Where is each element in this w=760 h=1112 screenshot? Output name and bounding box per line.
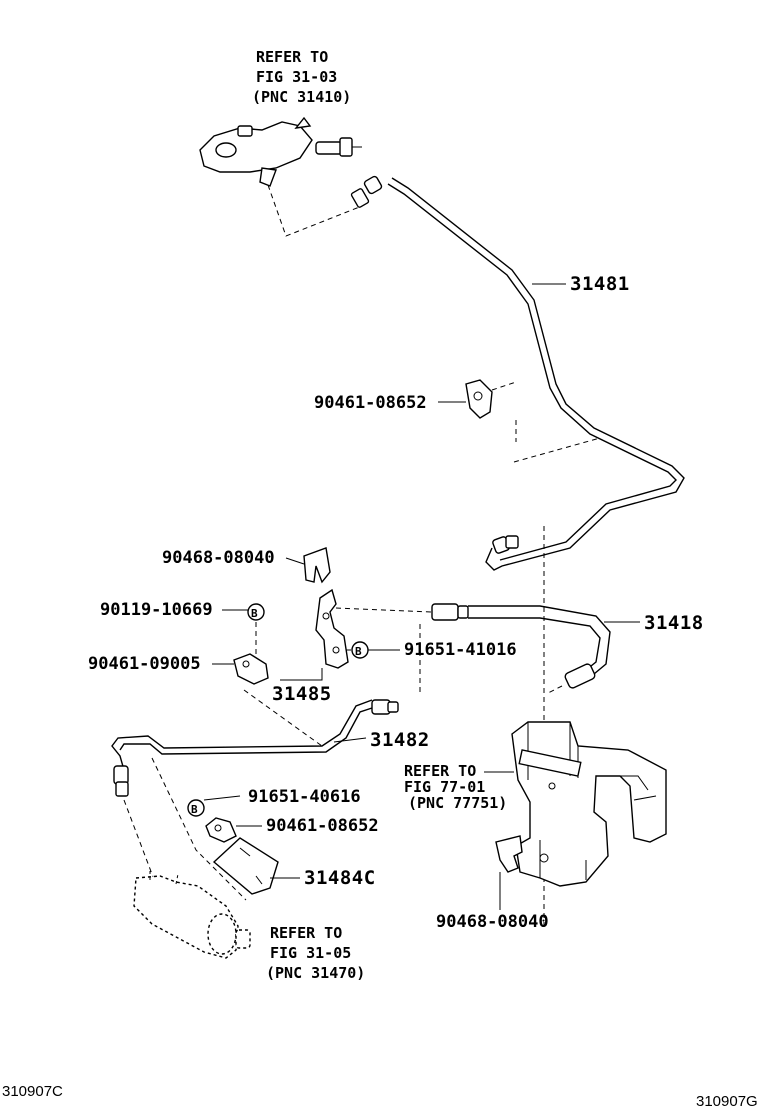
hose-31418 xyxy=(419,603,611,696)
clamp-90461-09005 xyxy=(233,653,269,685)
clamp-90461-08652-lower xyxy=(205,817,237,843)
label-31484c: 31484C xyxy=(304,867,376,889)
ref-top-line2: FIG 31-03 xyxy=(256,68,337,86)
master-cylinder-illustration xyxy=(199,116,362,187)
clamp-90461-08652-upper xyxy=(465,379,601,463)
tube-31481 xyxy=(350,175,685,571)
tube-31482 xyxy=(111,689,399,901)
label-90468-08040-upper: 90468-08040 xyxy=(162,548,275,568)
bolt-marker-91651-41016-letter: B xyxy=(355,645,362,658)
ref-bottom-line3: (PNC 31470) xyxy=(266,964,365,982)
label-90468-08040-lower: 90468-08040 xyxy=(436,912,549,932)
leader-31482 xyxy=(333,737,367,743)
master-cylinder-connection-dash xyxy=(267,184,363,237)
bolt-marker-90119-letter: B xyxy=(251,607,258,620)
release-cylinder-illustration xyxy=(133,870,251,959)
ref-top-line1: REFER TO xyxy=(256,48,328,66)
plate-31484c xyxy=(212,837,279,895)
ref-bottom-line2: FIG 31-05 xyxy=(270,944,351,962)
label-90119-10669: 90119-10669 xyxy=(100,600,213,620)
label-31485: 31485 xyxy=(272,683,332,705)
figure-code-left: 310907C xyxy=(2,1083,63,1100)
label-91651-40616: 91651-40616 xyxy=(248,787,361,807)
label-31418: 31418 xyxy=(644,612,704,634)
label-31481: 31481 xyxy=(570,273,630,295)
leader-31485 xyxy=(280,668,323,681)
clip-90468-08040-lower xyxy=(495,835,523,873)
ref-bottom-line1: REFER TO xyxy=(270,924,342,942)
leader-90468-08040-upper xyxy=(285,557,305,565)
pedal-bracket-illustration xyxy=(511,721,667,887)
bolt-marker-90119 xyxy=(247,603,265,621)
bolt-marker-91651-40616-letter: B xyxy=(191,803,198,816)
clip-90468-08040-upper xyxy=(303,547,331,584)
label-90461-08652-upper: 90461-08652 xyxy=(314,393,427,413)
label-31482: 31482 xyxy=(370,729,430,751)
label-90461-09005: 90461-09005 xyxy=(88,654,201,674)
ref-mid-line2: FIG 77-01 xyxy=(404,778,485,796)
bracket-31485 xyxy=(315,588,433,669)
label-91651-41016: 91651-41016 xyxy=(404,640,517,660)
figure-code-right: 310907G xyxy=(696,1093,758,1110)
leader-91651-40616 xyxy=(203,795,241,801)
label-90461-08652-lower: 90461-08652 xyxy=(266,816,379,836)
ref-mid-line3: (PNC 77751) xyxy=(408,794,507,812)
ref-top-line3: (PNC 31410) xyxy=(252,88,351,106)
bolt-marker-91651-40616 xyxy=(187,799,205,817)
ref-mid-line1: REFER TO xyxy=(404,762,476,780)
